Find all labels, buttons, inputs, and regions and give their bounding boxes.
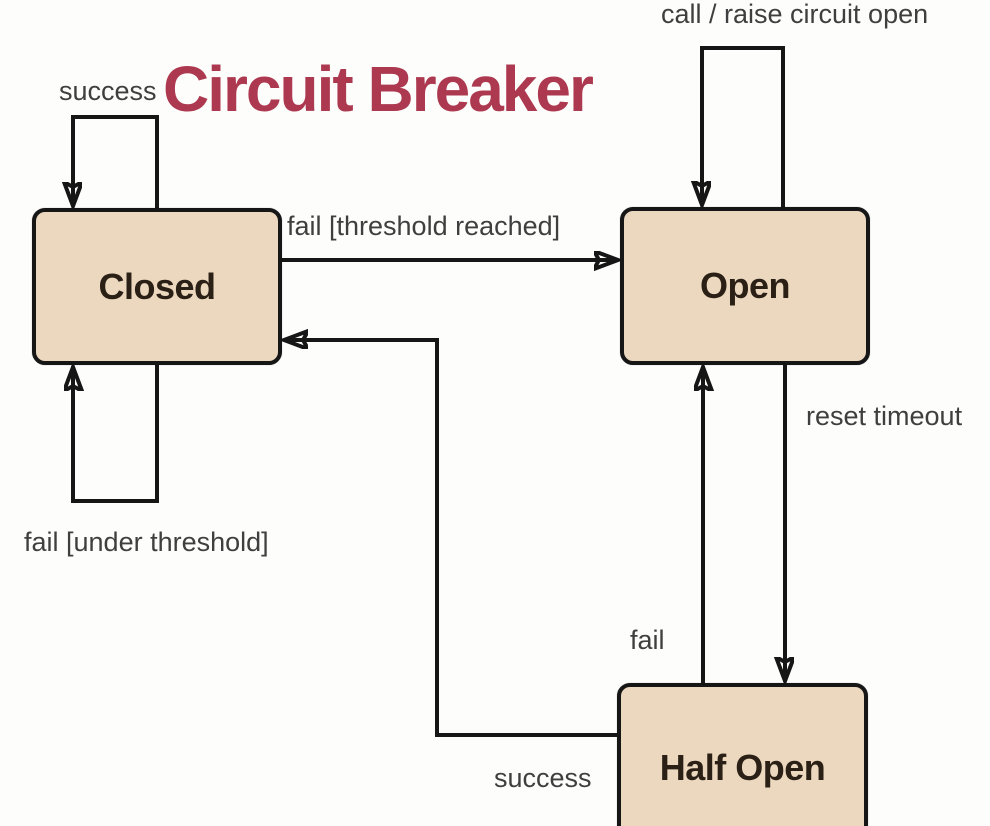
state-closed: Closed bbox=[32, 208, 282, 365]
diagram-title: Circuit Breaker bbox=[163, 53, 594, 125]
state-closed-label: Closed bbox=[98, 265, 216, 307]
label-closed-success-self: success bbox=[59, 76, 157, 106]
label-closed-to-open: fail [threshold reached] bbox=[287, 211, 561, 241]
state-half-open-label: Half Open bbox=[659, 747, 826, 788]
arrow-half-open-to-closed bbox=[284, 340, 617, 737]
state-half-open: Half Open bbox=[617, 683, 868, 826]
label-open-to-half-open: reset timeout bbox=[806, 401, 963, 431]
arrow-closed-fail-self bbox=[73, 365, 159, 503]
state-open: Open bbox=[620, 207, 870, 365]
label-open-call-self: call / raise circuit open bbox=[661, 0, 929, 29]
arrow-open-call-self bbox=[702, 46, 785, 207]
arrow-closed-success-self bbox=[73, 115, 159, 208]
label-half-open-to-closed: success bbox=[494, 763, 592, 793]
state-open-label: Open bbox=[699, 265, 791, 306]
label-closed-fail-self: fail [under threshold] bbox=[24, 527, 269, 557]
label-half-open-to-open: fail bbox=[630, 625, 665, 655]
